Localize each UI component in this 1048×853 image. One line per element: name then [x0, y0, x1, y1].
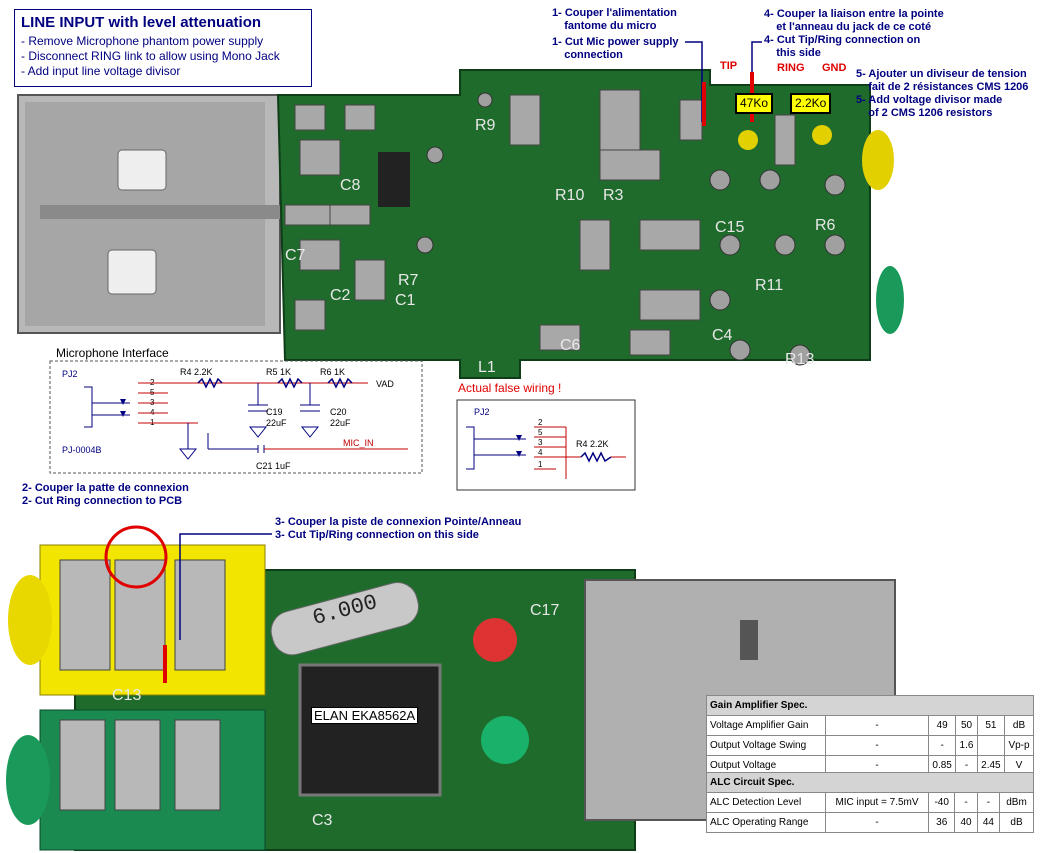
title: LINE INPUT with level attenuation	[21, 14, 262, 31]
fw-pin-5: 5	[538, 428, 543, 437]
fw-r4-label: R4 2.2K	[576, 439, 609, 449]
mic-interface-schematic: Microphone Interface PJ2 PJ-0004B 2 5 3 …	[49, 346, 423, 474]
fw-pin-3: 3	[538, 438, 543, 447]
false-wiring-title: Actual false wiring !	[458, 381, 562, 395]
alc-table-header: ALC Circuit Spec.	[706, 772, 1034, 793]
note-5: 5- Ajouter un diviseur de tension fait d…	[856, 68, 1029, 119]
chip	[298, 663, 442, 797]
silk-R10: R10	[555, 187, 584, 204]
note-1-en: 1- Cut Mic power supply connection	[552, 36, 679, 61]
cut-circle-2	[104, 525, 168, 589]
c20-label: C20	[330, 407, 347, 417]
cut-mark-1	[702, 82, 706, 126]
top-board-photo: C8 C7 C2 R7 R9 R10 R3 C15 R6 R11 R13 C4 …	[17, 69, 904, 379]
title-line-2: - Disconnect RING link to allow using Mo…	[21, 49, 280, 63]
ring-label: RING	[777, 62, 805, 74]
note-2: 2- Couper la patte de connexion 2- Cut R…	[22, 482, 189, 507]
silk-C8: C8	[340, 177, 361, 194]
note-4: 4- Couper la liaison entre la pointe et …	[764, 8, 944, 59]
silk-R3: R3	[603, 187, 624, 204]
title-box: LINE INPUT with level attenuation - Remo…	[14, 9, 312, 87]
table-row: Voltage Amplifier Gain - 49 50 51 dB	[706, 715, 1034, 736]
gain-spec-table: Gain Amplifier Spec. Voltage Amplifier G…	[706, 695, 1034, 776]
gnd-label: GND	[822, 62, 847, 74]
tip-label: TIP	[720, 60, 738, 72]
alc-spec-table: ALC Circuit Spec. ALC Detection Level MI…	[706, 772, 1034, 833]
green-led	[481, 716, 529, 764]
silk-R7: R7	[398, 272, 419, 289]
c20-value: 22uF	[330, 418, 351, 428]
silk-C17: C17	[530, 602, 559, 619]
silk-C7: C7	[285, 247, 306, 264]
c19-label: C19	[266, 407, 283, 417]
title-line-1: - Remove Microphone phantom power supply	[21, 34, 264, 48]
table-row: ALC Detection Level MIC input = 7.5mV -4…	[706, 792, 1034, 813]
schematic-title: Microphone Interface	[56, 346, 169, 360]
fw-pin-2: 2	[538, 418, 543, 427]
silk-L1: L1	[478, 359, 496, 376]
fw-pin-1: 1	[538, 460, 543, 469]
silk-C3: C3	[312, 812, 333, 829]
vad-label: VAD	[376, 379, 394, 389]
silk-C15: C15	[715, 219, 744, 236]
green-jack-top	[876, 266, 904, 334]
schematic-jack-name: PJ2	[62, 369, 78, 379]
silk-R13: R13	[785, 351, 814, 368]
resistor-47k-label: 47Ko	[735, 93, 774, 114]
table-row: Output Voltage Swing - - 1.6 Vp-p	[706, 735, 1034, 756]
schematic-jack-part: PJ-0004B	[62, 445, 102, 455]
c21-label: C21 1uF	[256, 461, 291, 471]
cut-mark-3	[163, 645, 167, 683]
gain-table-header: Gain Amplifier Spec.	[706, 695, 1034, 716]
note-1-fr: 1- Couper l'alimentation fantome du micr…	[552, 7, 677, 32]
mic-in-label: MIC_IN	[343, 438, 374, 448]
bottom-leader-lines	[104, 525, 272, 640]
r5-label: R5 1K	[266, 367, 291, 377]
silk-R9: R9	[475, 117, 496, 134]
silk-C6: C6	[560, 337, 581, 354]
silk-C4: C4	[712, 327, 733, 344]
r4-label: R4 2.2K	[180, 367, 213, 377]
c19-value: 22uF	[266, 418, 287, 428]
title-line-3: - Add input line voltage divisor	[21, 64, 181, 78]
note-3: 3- Couper la piste de connexion Pointe/A…	[275, 516, 522, 541]
false-wiring-schematic: PJ2 2 5 3 4 1 R4 2.2K	[456, 399, 636, 491]
fw-jack-name: PJ2	[474, 407, 490, 417]
table-row: Output Voltage - 0.85 - 2.45 V	[706, 755, 1034, 776]
fw-pin-4: 4	[538, 448, 543, 457]
silk-C13: C13	[112, 687, 141, 704]
silk-R6: R6	[815, 217, 836, 234]
silk-C2: C2	[330, 287, 351, 304]
r6-label: R6 1K	[320, 367, 345, 377]
crystal	[270, 582, 419, 656]
red-led	[473, 618, 517, 662]
note-leader-lines	[685, 41, 762, 122]
yellow-jack-top	[862, 130, 894, 190]
table-row: ALC Operating Range - 36 40 44 dB	[706, 812, 1034, 833]
silk-C1: C1	[395, 292, 416, 309]
silk-R11: R11	[755, 277, 783, 294]
resistor-2k2-label: 2.2Ko	[790, 93, 832, 114]
chip-label: ELAN EKA8562A	[311, 707, 419, 724]
